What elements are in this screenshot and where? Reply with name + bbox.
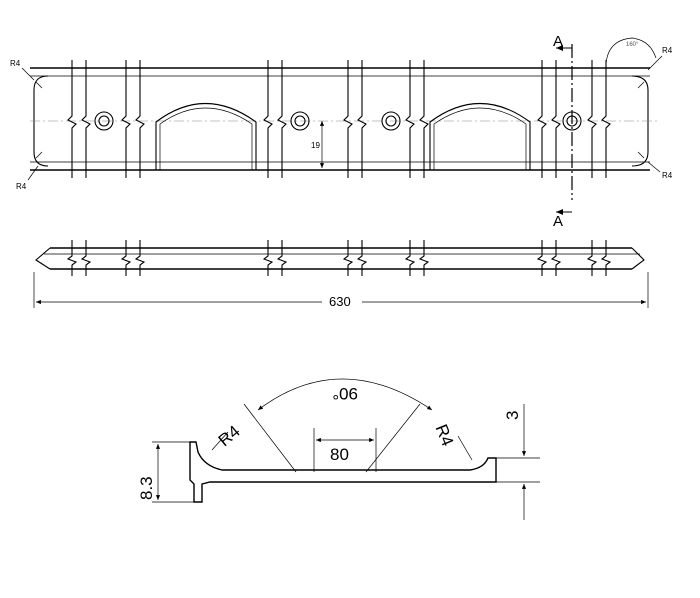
- section-line-a: A A: [553, 33, 573, 230]
- section-view: 90° 80 R4 R4 8.3 3: [137, 378, 540, 520]
- side-view: 630: [33, 240, 649, 309]
- section-radius-left: R4: [215, 422, 244, 451]
- mounting-hole-3: [381, 111, 401, 131]
- angle-note: 160°: [626, 42, 639, 48]
- section-profile: [189, 441, 497, 503]
- mounting-hole-1: [94, 111, 114, 131]
- angle-arc: [605, 37, 657, 65]
- arch-cutout-right: [429, 103, 531, 170]
- section-angle: 90°: [332, 384, 358, 403]
- section-lip-height: 3: [503, 411, 522, 420]
- radius-bottom-right: R4: [662, 171, 673, 180]
- overall-length-dim: 630: [329, 294, 351, 309]
- top-view: 19 A A 160° R4 R4 R4 R4: [10, 33, 673, 230]
- section-radius-right: R4: [431, 422, 457, 449]
- break-lines-top: [67, 60, 611, 178]
- arch-cutout-left: [155, 103, 257, 170]
- section-mark-bottom: A: [553, 213, 563, 230]
- section-base-width: 80: [330, 445, 349, 464]
- radius-top-left: R4: [10, 59, 21, 68]
- radius-bottom-left: R4: [16, 182, 27, 191]
- mounting-hole-2: [290, 111, 310, 131]
- section-height: 8.3: [137, 476, 156, 500]
- radius-top-right: R4: [662, 46, 673, 55]
- hole-offset-dim: 19: [311, 141, 320, 150]
- section-mark-top: A: [553, 33, 563, 50]
